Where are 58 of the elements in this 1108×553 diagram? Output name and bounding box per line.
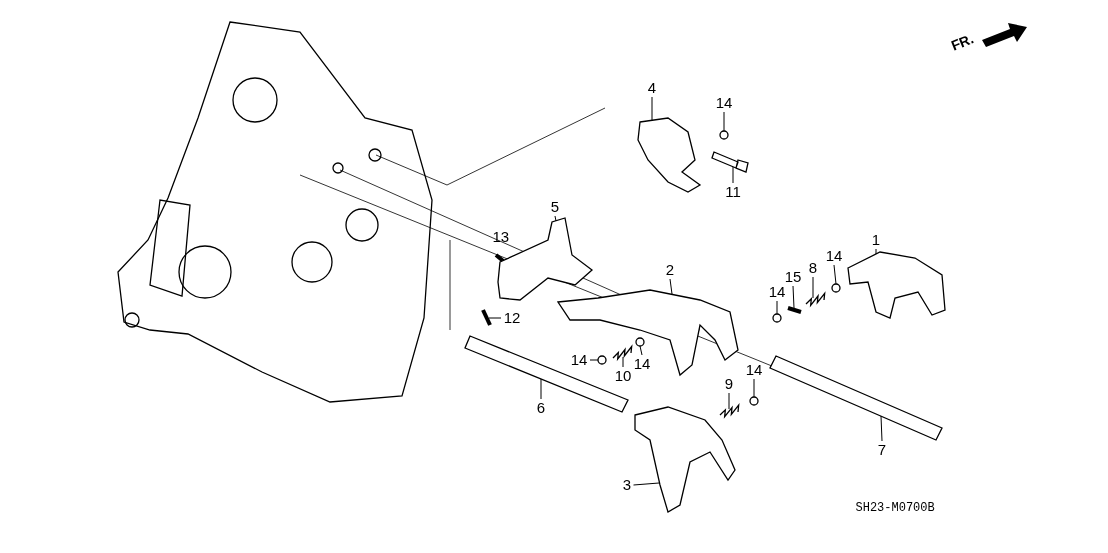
drawing-code: SH23-M0700B bbox=[855, 501, 935, 515]
shift-fork-drawing bbox=[634, 406, 736, 513]
leader-line bbox=[833, 264, 837, 285]
callout-number: 14 bbox=[743, 361, 765, 379]
leader-line bbox=[488, 317, 502, 319]
callout-number: 8 bbox=[806, 259, 820, 277]
leader-line bbox=[669, 278, 673, 295]
callout-number: 7 bbox=[875, 441, 889, 459]
leader-line bbox=[622, 356, 624, 368]
callout-number: 13 bbox=[492, 227, 510, 245]
leader-line bbox=[880, 415, 883, 442]
shift-fork-drawing bbox=[847, 251, 946, 319]
callout-number: 9 bbox=[722, 375, 736, 393]
spring-drawing bbox=[612, 344, 633, 362]
callout-number: 14 bbox=[823, 247, 845, 265]
steel-ball-drawing bbox=[597, 355, 607, 365]
shift-shaft-drawing bbox=[464, 335, 629, 413]
leader-line bbox=[633, 482, 660, 486]
steel-ball-drawing bbox=[831, 283, 841, 293]
callout-number: 14 bbox=[766, 283, 788, 301]
steel-ball-drawing bbox=[772, 313, 782, 323]
callout-number: 3 bbox=[620, 476, 634, 494]
callout-number: 2 bbox=[663, 261, 677, 279]
leader-line bbox=[540, 378, 542, 400]
steel-ball-drawing bbox=[635, 337, 645, 347]
leader-line bbox=[554, 215, 557, 222]
leader-line bbox=[812, 276, 814, 299]
leader-line bbox=[723, 111, 725, 132]
callout-number: 14 bbox=[568, 351, 590, 369]
bolt-drawing bbox=[711, 151, 749, 173]
callout-number: 5 bbox=[548, 198, 562, 216]
leader-line bbox=[732, 166, 734, 184]
spring-drawing bbox=[805, 291, 826, 308]
callout-number: 6 bbox=[534, 399, 548, 417]
leader-line bbox=[753, 378, 755, 398]
callout-number: 11 bbox=[722, 183, 744, 201]
leader-line bbox=[639, 345, 643, 356]
callout-number: 14 bbox=[713, 94, 735, 112]
leader-line bbox=[792, 285, 795, 309]
callout-number: 1 bbox=[869, 231, 883, 249]
shift-lever-drawing bbox=[637, 117, 702, 193]
pin-drawing bbox=[481, 309, 492, 326]
leader-line bbox=[589, 359, 599, 361]
leader-line bbox=[776, 300, 778, 315]
direction-label: FR. bbox=[948, 30, 976, 54]
callout-number: 15 bbox=[782, 268, 804, 286]
callout-number: 4 bbox=[645, 79, 659, 97]
steel-ball-drawing bbox=[749, 396, 759, 406]
callout-number: 14 bbox=[631, 355, 653, 373]
shift-shaft-drawing bbox=[769, 355, 943, 441]
leader-line bbox=[875, 248, 877, 255]
steel-ball-drawing bbox=[719, 130, 729, 140]
leader-line bbox=[651, 96, 653, 122]
pin-drawing bbox=[787, 306, 802, 314]
callout-number: 12 bbox=[501, 309, 523, 327]
callout-number: 10 bbox=[612, 367, 634, 385]
spring-drawing bbox=[719, 403, 740, 419]
leader-line bbox=[728, 392, 730, 410]
